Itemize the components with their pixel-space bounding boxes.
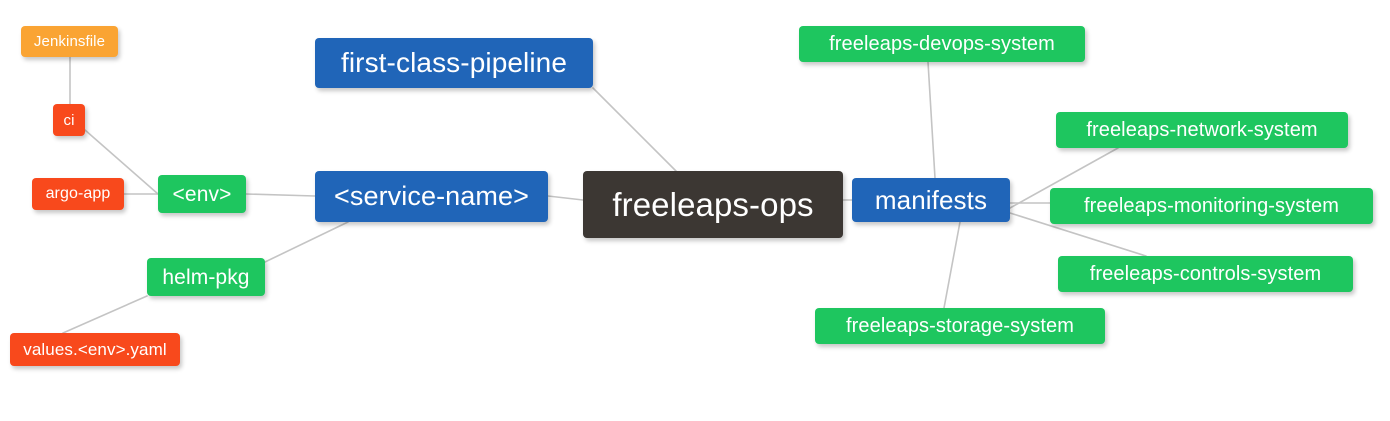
node-root[interactable]: freeleaps-ops [583,171,843,238]
node-jenkinsfile[interactable]: Jenkinsfile [21,26,118,57]
node-pipeline[interactable]: first-class-pipeline [315,38,593,88]
edge-pipeline-to-root [592,87,677,172]
node-ci[interactable]: ci [53,104,85,136]
node-network[interactable]: freeleaps-network-system [1056,112,1348,148]
edge-service-name-to-root [547,195,584,201]
node-values-yaml[interactable]: values.<env>.yaml [10,333,180,366]
edge-manifests-to-storage [943,221,961,309]
node-argo-app[interactable]: argo-app [32,178,124,210]
node-service-name[interactable]: <service-name> [315,171,548,222]
edge-env-to-service-name [245,193,316,197]
node-devops[interactable]: freeleaps-devops-system [799,26,1085,62]
node-helm-pkg[interactable]: helm-pkg [147,258,265,296]
node-monitoring[interactable]: freeleaps-monitoring-system [1050,188,1373,224]
node-env[interactable]: <env> [158,175,246,213]
node-storage[interactable]: freeleaps-storage-system [815,308,1105,344]
edge-manifests-to-devops [927,61,936,179]
node-controls[interactable]: freeleaps-controls-system [1058,256,1353,292]
edge-helm-pkg-to-service-name [264,221,349,263]
node-manifests[interactable]: manifests [852,178,1010,222]
edge-values-yaml-to-helm-pkg [62,295,148,334]
